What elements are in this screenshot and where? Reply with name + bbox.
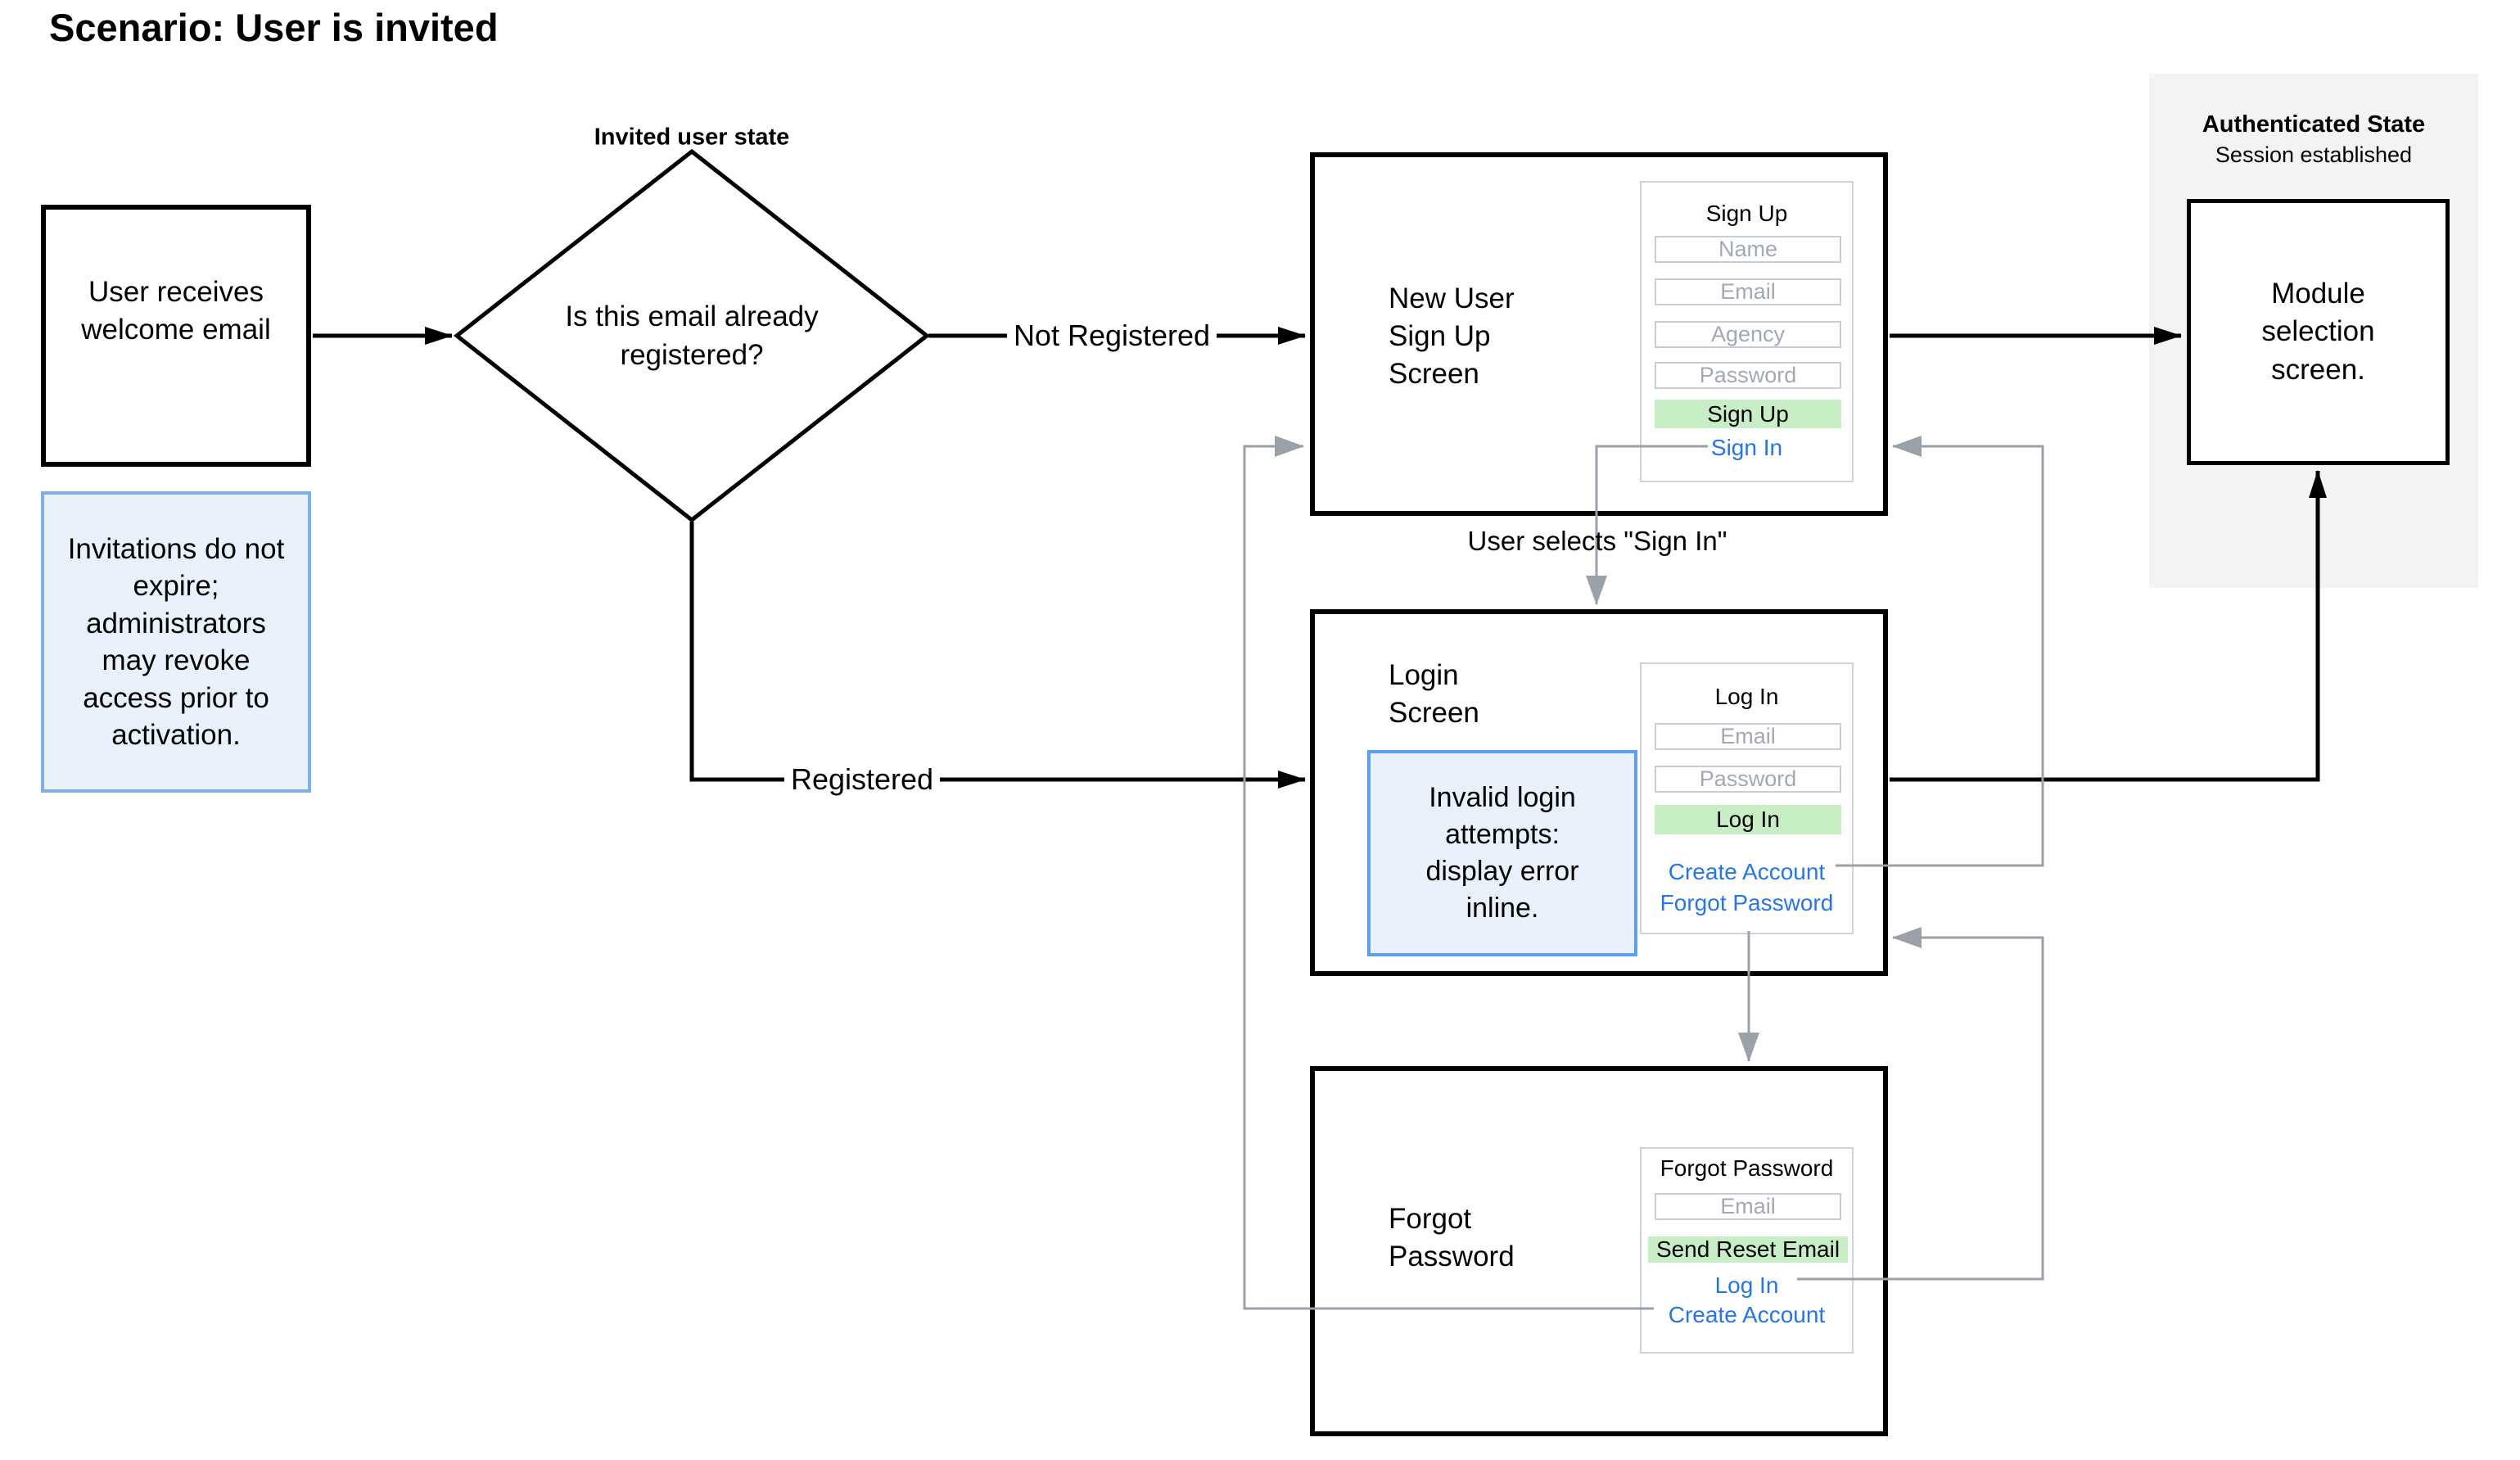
password-field[interactable]: Password [1655, 362, 1841, 389]
invitation-note-text: Invitations do not expire; administrator… [67, 532, 285, 752]
signup-form: Sign Up Name Email Agency Password Sign … [1640, 181, 1854, 482]
email-field[interactable]: Email [1655, 278, 1841, 305]
forgot-create-account-link[interactable]: Create Account [1668, 1302, 1826, 1327]
authenticated-state-title: Authenticated State [2202, 111, 2426, 138]
forgot-form-title: Forgot Password [1660, 1155, 1834, 1181]
create-account-link[interactable]: Create Account [1668, 859, 1826, 884]
signup-screen-box: New User Sign Up Screen Sign Up Name Ema… [1310, 152, 1888, 516]
login-error-note-text: Invalid login attempts: display error in… [1425, 781, 1579, 924]
forgot-form: Forgot Password Email Send Reset Email L… [1640, 1147, 1854, 1354]
signup-screen-label: New User Sign Up Screen [1389, 283, 1515, 391]
login-email-field[interactable]: Email [1655, 723, 1841, 750]
forgot-screen-label: Forgot Password [1389, 1203, 1515, 1273]
agency-field[interactable]: Agency [1655, 321, 1841, 348]
login-error-note: Invalid login attempts: display error in… [1367, 750, 1637, 956]
forgot-email-field[interactable]: Email [1655, 1193, 1841, 1220]
welcome-email-box: User receives welcome email [41, 205, 311, 467]
send-reset-email-button[interactable]: Send Reset Email [1648, 1236, 1848, 1263]
decision-diamond-shape [453, 148, 931, 523]
decision-state-label: Invited user state [594, 124, 790, 151]
login-button[interactable]: Log In [1655, 805, 1841, 834]
edge-label-registered: Registered [784, 762, 941, 797]
module-selection-box: Module selection screen. [2187, 199, 2450, 465]
forgot-login-link[interactable]: Log In [1714, 1272, 1779, 1298]
login-screen-label: Login Screen [1389, 659, 1479, 730]
page-title: Scenario: User is invited [49, 6, 499, 49]
forgot-screen-box: Forgot Password Forgot Password Email Se… [1310, 1066, 1888, 1436]
authenticated-state-subtitle: Session established [2215, 142, 2413, 167]
decision-question: Is this email already registered? [565, 300, 819, 371]
name-field[interactable]: Name [1655, 236, 1841, 263]
welcome-email-text: User receives welcome email [81, 275, 271, 346]
edge-label-not-registered: Not Registered [1006, 319, 1217, 353]
forgot-password-link[interactable]: Forgot Password [1660, 890, 1834, 915]
login-password-field[interactable]: Password [1655, 766, 1841, 793]
sign-in-link[interactable]: Sign In [1710, 435, 1783, 460]
login-screen-box: Login Screen Invalid login attempts: dis… [1310, 609, 1888, 976]
edge-label-user-selects-sign-in: User selects "Sign In" [1467, 526, 1727, 556]
login-form-title: Log In [1714, 684, 1779, 709]
signup-button[interactable]: Sign Up [1655, 400, 1841, 428]
invitation-note: Invitations do not expire; administrator… [41, 491, 311, 793]
module-selection-text: Module selection screen. [2261, 277, 2375, 386]
login-form: Log In Email Password Log In Create Acco… [1640, 662, 1854, 934]
signup-form-title: Sign Up [1705, 201, 1788, 226]
authenticated-state-panel: Authenticated State Session established … [2149, 74, 2478, 588]
